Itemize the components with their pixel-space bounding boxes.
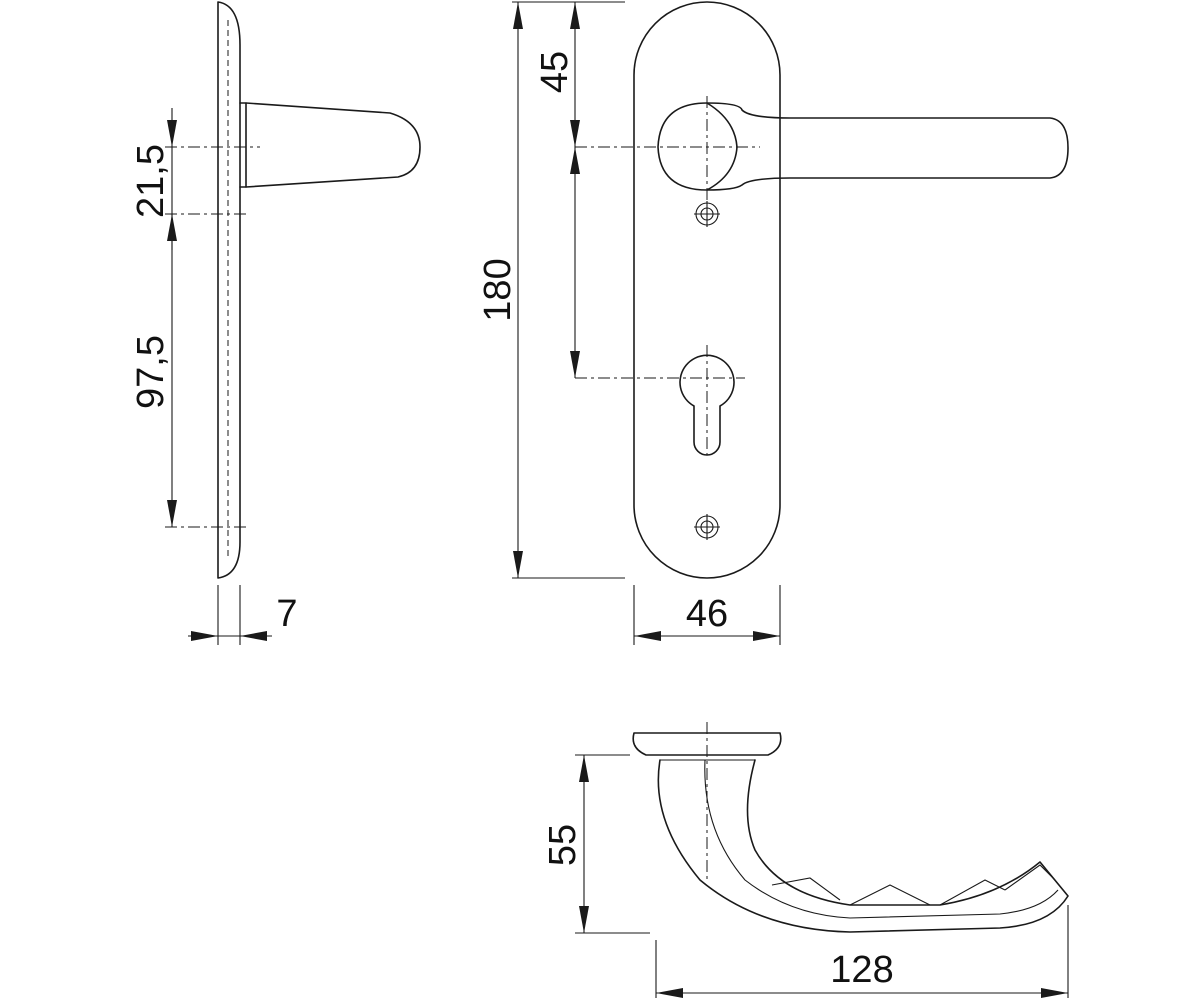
bottom-lever-ridge — [704, 759, 1059, 919]
dim-arrow — [570, 351, 580, 378]
dim-arrow — [167, 120, 177, 147]
dim-arrow — [579, 906, 589, 933]
dim-label-55: 55 — [542, 824, 584, 866]
dim-arrow — [240, 631, 267, 641]
dim-label-46: 46 — [686, 593, 728, 635]
side-handle-outline — [239, 102, 421, 188]
bottom-lever-groove-3 — [939, 879, 1006, 906]
bottom-view: 55 128 — [542, 722, 1069, 998]
dim-arrow — [753, 631, 780, 641]
dim-label-180: 180 — [477, 258, 519, 321]
dim-arrow — [570, 147, 580, 174]
dim-label-21-5: 21,5 — [130, 144, 172, 218]
dim-label-128: 128 — [830, 949, 893, 991]
dim-arrow — [570, 120, 580, 147]
dim-arrow — [513, 2, 523, 29]
lower-screw-hole — [694, 514, 720, 540]
dim-arrow — [167, 500, 177, 527]
front-lever-outline — [657, 102, 1069, 191]
upper-screw-hole — [694, 201, 720, 227]
dim-arrow — [1041, 988, 1068, 998]
dim-label-7: 7 — [276, 593, 297, 635]
side-plate-outline — [217, 1, 241, 579]
dim-arrow — [191, 631, 218, 641]
dim-arrow — [579, 755, 589, 782]
bottom-lever-outline — [657, 759, 1069, 933]
dim-arrow — [570, 2, 580, 29]
dim-arrow — [634, 631, 661, 641]
dim-arrow — [656, 988, 683, 998]
dim-arrow — [513, 551, 523, 578]
bottom-lever-groove-4 — [1004, 864, 1056, 891]
dim-label-45: 45 — [534, 51, 576, 93]
front-plate-outline — [633, 1, 781, 579]
dim-label-97-5: 97,5 — [130, 335, 172, 409]
bottom-lever-groove-1 — [771, 877, 841, 901]
front-view: 180 45 46 — [477, 1, 1069, 645]
side-view: 21,5 97,5 7 — [130, 1, 421, 645]
bottom-lever-groove-2 — [849, 884, 931, 906]
bottom-rose-disc — [632, 732, 782, 756]
